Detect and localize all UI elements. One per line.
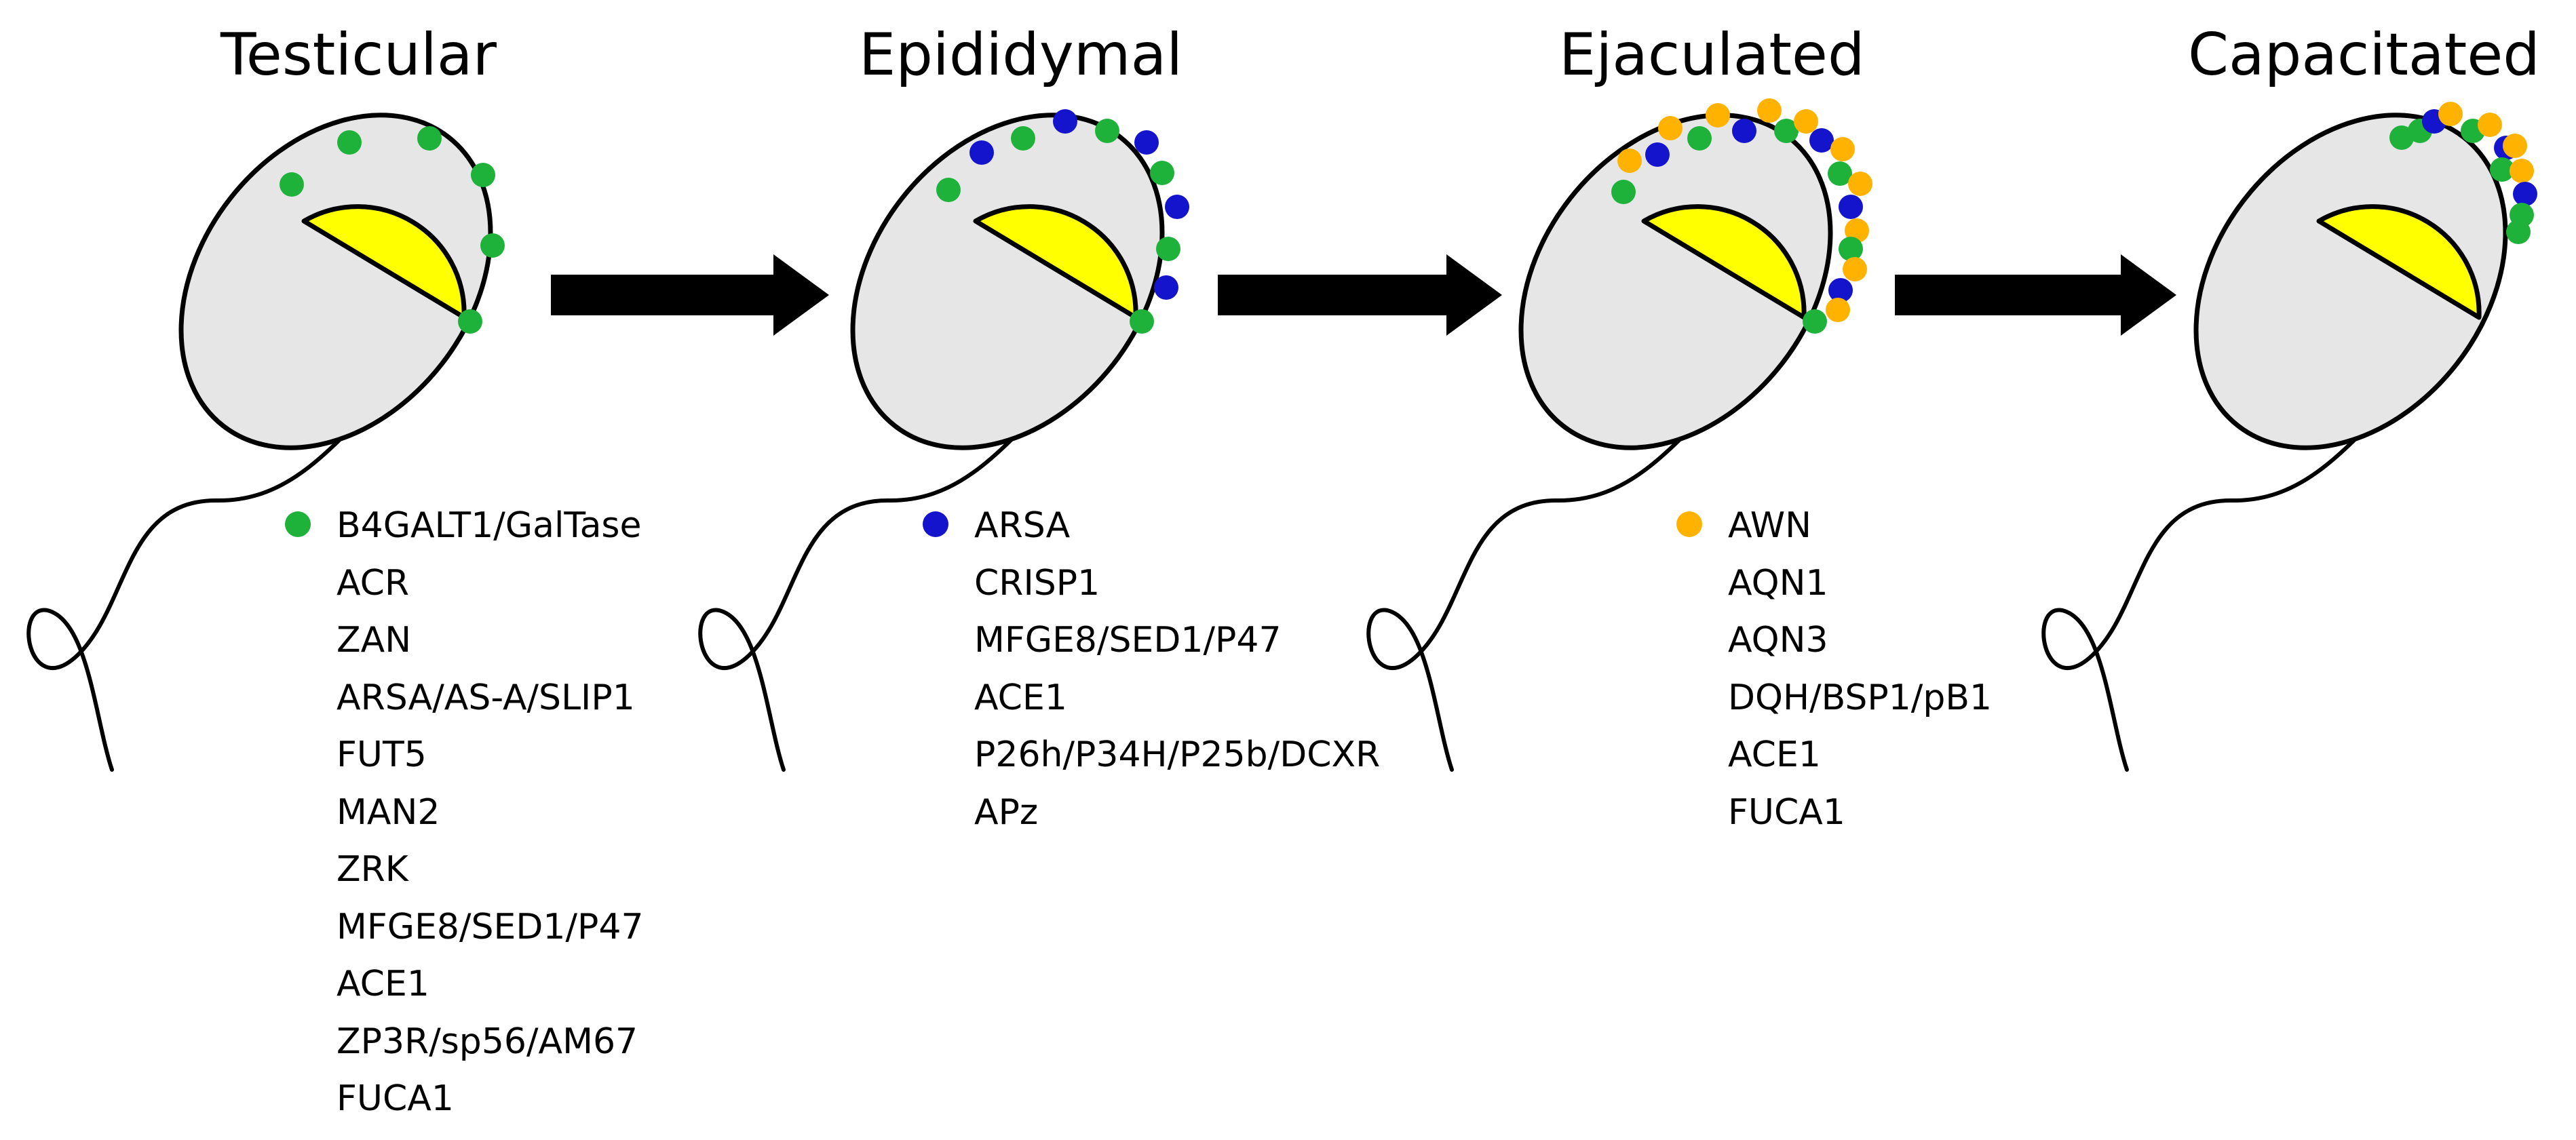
protein-dot bbox=[969, 140, 994, 165]
protein-dot bbox=[2506, 220, 2531, 244]
protein-label: DQH/BSP1/pB1 bbox=[1728, 677, 1993, 718]
protein-dot bbox=[2490, 157, 2514, 182]
legend-marker-dot bbox=[1676, 511, 1702, 537]
protein-dot bbox=[1687, 126, 1712, 151]
protein-dot bbox=[1053, 109, 1077, 134]
protein-label: FUCA1 bbox=[337, 1078, 454, 1119]
protein-dot bbox=[1826, 298, 1850, 322]
sperm-tail bbox=[698, 391, 1058, 772]
protein-dot bbox=[1809, 128, 1834, 153]
protein-dot bbox=[2389, 125, 2414, 150]
protein-label: FUCA1 bbox=[1728, 791, 1845, 833]
protein-dot bbox=[1828, 278, 1853, 302]
protein-dot bbox=[280, 172, 304, 197]
stage-title-capacitated: Capacitated bbox=[2188, 21, 2540, 89]
protein-label: MFGE8/SED1/P47 bbox=[337, 906, 644, 947]
protein-dot bbox=[1154, 275, 1178, 300]
protein-dot bbox=[1732, 119, 1756, 143]
protein-dot bbox=[1706, 103, 1730, 127]
protein-dot bbox=[417, 126, 442, 151]
protein-label: APz bbox=[974, 791, 1039, 833]
protein-dot bbox=[480, 233, 505, 258]
protein-label: MAN2 bbox=[337, 791, 440, 833]
protein-label: AQN1 bbox=[1728, 562, 1828, 604]
sperm-tail bbox=[26, 391, 386, 772]
protein-dot bbox=[1130, 309, 1154, 334]
protein-label: FUT5 bbox=[337, 734, 427, 775]
protein-label: ZRK bbox=[337, 849, 408, 890]
protein-label: B4GALT1/GalTase bbox=[285, 497, 644, 555]
protein-dot bbox=[1774, 119, 1799, 143]
protein-dot bbox=[1645, 142, 1670, 167]
legend-marker-dot bbox=[923, 511, 948, 537]
transition-arrow bbox=[1895, 254, 2176, 336]
protein-label: ARSA bbox=[923, 497, 1380, 555]
sperm-head bbox=[2193, 113, 2508, 450]
protein-dot bbox=[2503, 134, 2527, 158]
protein-dot bbox=[2438, 102, 2463, 126]
protein-dot bbox=[1134, 130, 1159, 155]
protein-dot bbox=[1839, 237, 1863, 261]
protein-dot bbox=[1611, 180, 1636, 204]
protein-dot bbox=[1658, 116, 1683, 140]
protein-dot bbox=[1617, 149, 1642, 173]
stage-title-testicular: Testicular bbox=[220, 21, 497, 89]
sperm-tail bbox=[2041, 391, 2401, 772]
protein-dot bbox=[1803, 309, 1827, 334]
protein-label: ARSA/AS-A/SLIP1 bbox=[337, 677, 635, 718]
protein-label: ACR bbox=[337, 562, 410, 604]
protein-label: AWN bbox=[1676, 497, 1992, 555]
protein-dot bbox=[1794, 109, 1818, 134]
protein-label: ZAN bbox=[337, 620, 412, 661]
protein-dot bbox=[471, 163, 495, 187]
sperm-nucleus bbox=[301, 204, 467, 320]
protein-dot bbox=[2510, 159, 2534, 183]
sperm-head bbox=[178, 113, 493, 450]
protein-dot bbox=[1150, 161, 1174, 185]
protein-dot bbox=[1839, 195, 1863, 219]
legend-marker-dot bbox=[285, 511, 311, 537]
sperm-tail bbox=[1366, 391, 1726, 772]
protein-dot bbox=[1011, 126, 1035, 151]
protein-dot bbox=[1843, 257, 1867, 281]
protein-dot bbox=[2513, 182, 2537, 206]
protein-dot bbox=[1848, 172, 1872, 196]
protein-dot bbox=[1830, 137, 1855, 161]
protein-dot bbox=[1828, 161, 1852, 186]
protein-label: ACE1 bbox=[337, 964, 429, 1004]
sperm-head bbox=[850, 113, 1165, 450]
transition-arrow bbox=[1218, 254, 1502, 336]
protein-label: MFGE8/SED1/P47 bbox=[974, 620, 1282, 661]
protein-dot bbox=[1165, 195, 1189, 219]
protein-label: P26h/P34H/P25b/DCXR bbox=[974, 734, 1381, 775]
protein-dot bbox=[1757, 98, 1782, 123]
sperm-nucleus bbox=[973, 204, 1138, 320]
protein-label: ACE1 bbox=[974, 677, 1067, 718]
protein-dot bbox=[2478, 113, 2502, 137]
protein-label: ZP3R/sp56/AM67 bbox=[337, 1021, 638, 1062]
sperm-nucleus bbox=[1641, 204, 1807, 320]
protein-label: AQN3 bbox=[1728, 620, 1828, 661]
transition-arrow bbox=[551, 254, 829, 336]
protein-label: ACE1 bbox=[1728, 734, 1821, 775]
protein-dot bbox=[1095, 119, 1119, 143]
protein-label: CRISP1 bbox=[974, 562, 1100, 604]
stage-title-epididymal: Epididymal bbox=[859, 21, 1183, 89]
protein-dot bbox=[458, 309, 482, 334]
protein-dot bbox=[337, 130, 362, 155]
sperm-nucleus bbox=[2316, 204, 2482, 320]
stage-title-ejaculated: Ejaculated bbox=[1559, 21, 1865, 89]
protein-dot bbox=[1156, 237, 1180, 261]
protein-dot bbox=[936, 178, 961, 202]
